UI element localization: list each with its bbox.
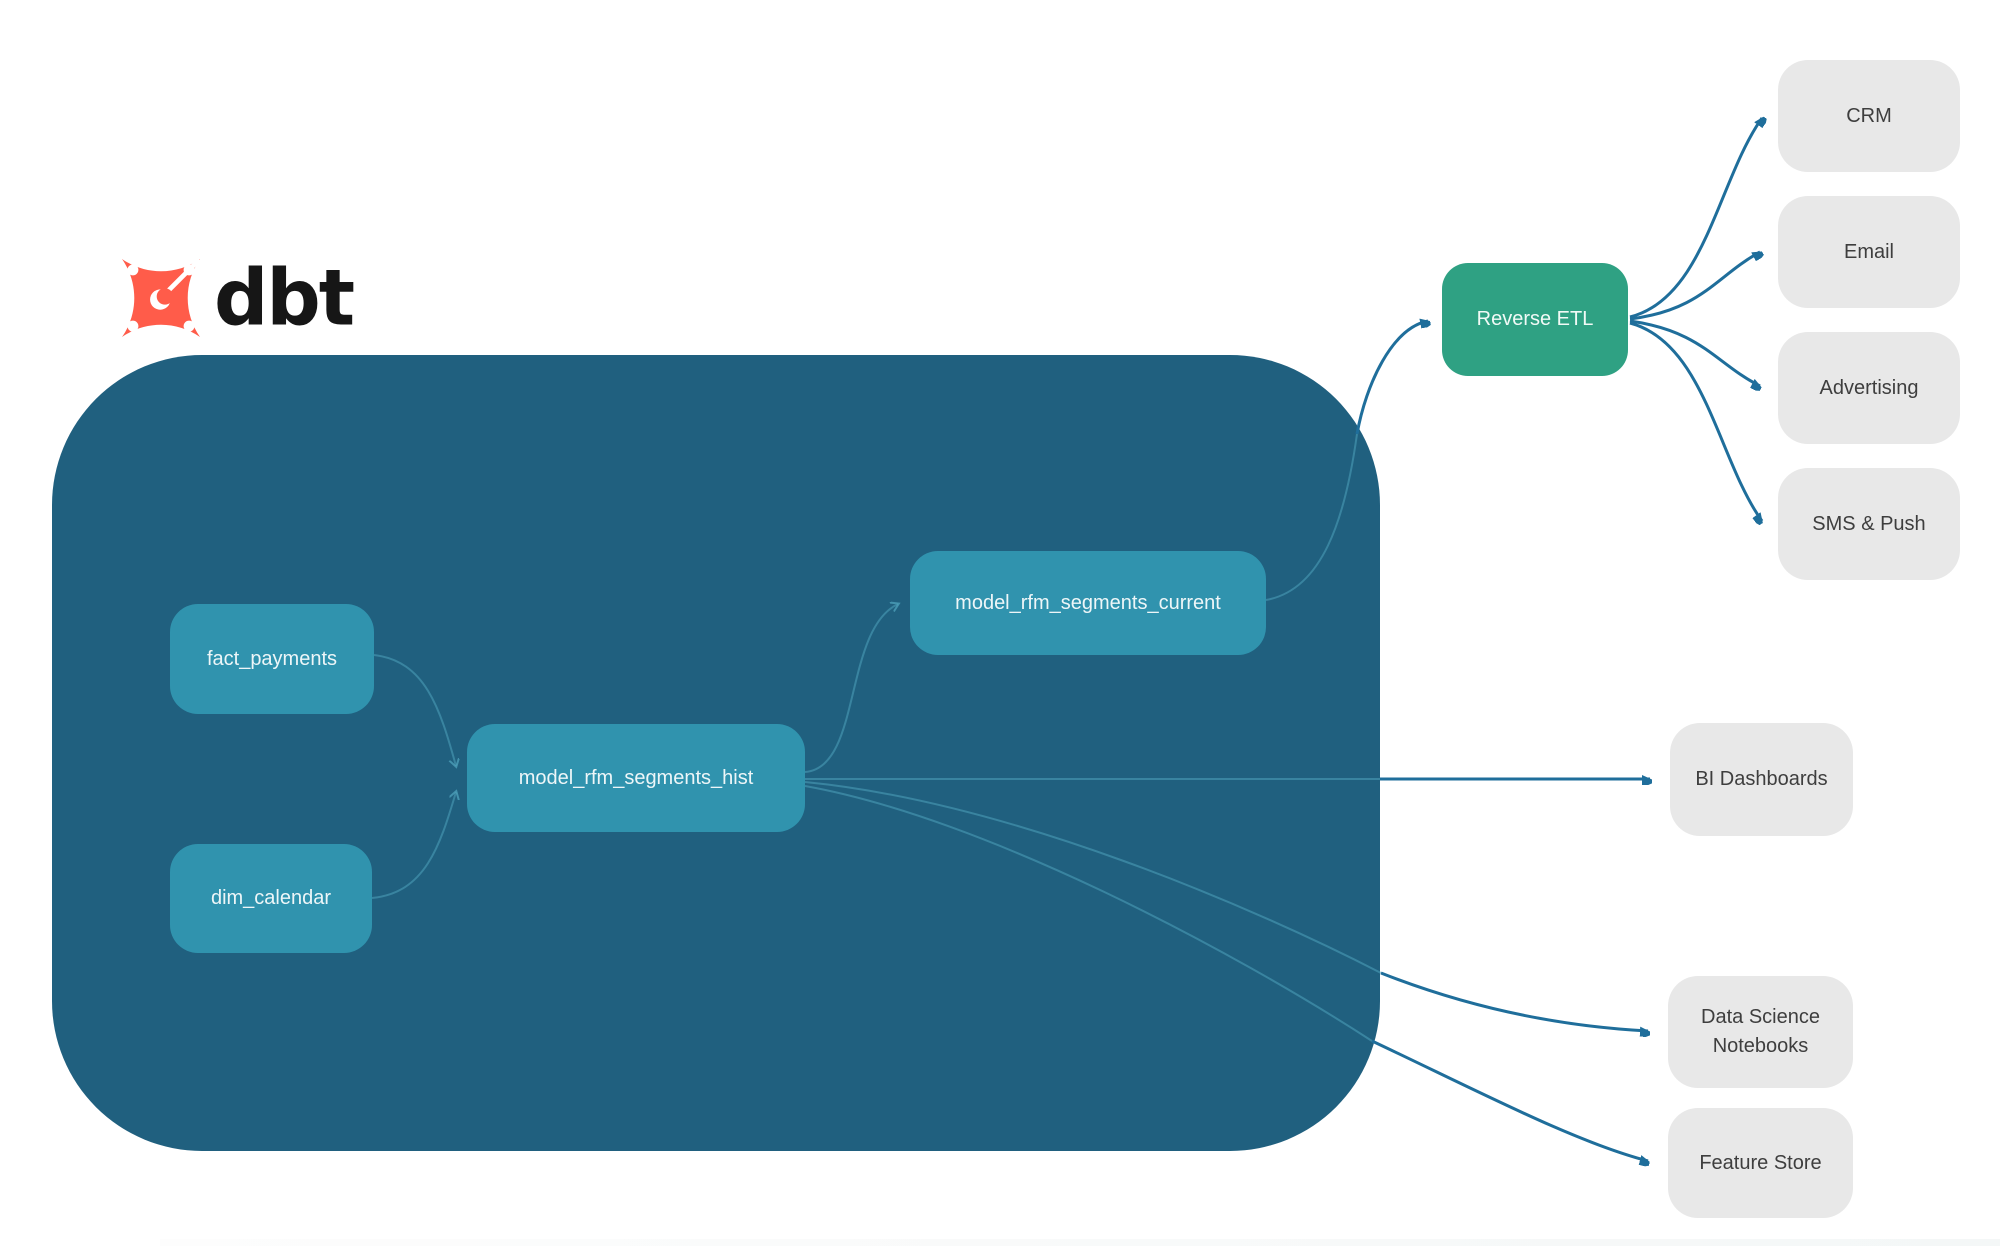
node-data-science-notebooks: Data Science Notebooks	[1668, 976, 1853, 1088]
node-crm: CRM	[1778, 60, 1960, 172]
node-model-rfm-segments-hist: model_rfm_segments_hist	[467, 724, 805, 832]
node-sms-push: SMS & Push	[1778, 468, 1960, 580]
node-label: model_rfm_segments_current	[955, 591, 1221, 614]
edge-reverse-etl-to-email	[1629, 250, 1760, 321]
node-label: Data Science Notebooks	[1701, 1006, 1820, 1057]
edge-dim-calendar-to-hist	[371, 792, 456, 899]
bottom-edge-artifact	[160, 1239, 2000, 1246]
node-label: dim_calendar	[210, 887, 332, 909]
node-feature-store: Feature Store	[1668, 1108, 1853, 1218]
node-advertising: Advertising	[1778, 332, 1960, 444]
node-dim-calendar: dim_calendar	[170, 844, 372, 953]
edge-to-feature-store	[1371, 1039, 1648, 1161]
node-bi-dashboards: BI Dashboards	[1670, 723, 1853, 836]
node-label: CRM	[1846, 104, 1892, 127]
edge-hist-to-current	[804, 604, 898, 773]
node-label: Advertising	[1819, 376, 1919, 399]
edge-hist-to-fs-inside	[804, 785, 1373, 1042]
dbt-logo-wordmark: dbt	[214, 252, 355, 343]
node-label: model_rfm_segments_hist	[518, 766, 754, 789]
node-label: fact_payments	[206, 647, 338, 670]
edge-reverse-etl-to-sms-push	[1629, 321, 1762, 521]
node-label: Reverse ETL	[1476, 308, 1594, 330]
edge-reverse-etl-to-advertising	[1629, 319, 1760, 386]
node-label: Feature Store	[1699, 1151, 1822, 1174]
node-email: Email	[1778, 196, 1960, 308]
node-reverse-etl: Reverse ETL	[1442, 263, 1628, 376]
node-label: Email	[1843, 240, 1894, 263]
edge-current-to-reverse-etl-inside	[1265, 433, 1358, 601]
node-label: SMS & Push	[1812, 512, 1926, 535]
node-label: BI Dashboards	[1695, 768, 1828, 790]
edge-to-data-science-notebooks	[1380, 971, 1648, 1031]
edge-current-to-reverse-etl	[1355, 321, 1428, 435]
dbt-logo: dbt	[122, 252, 355, 343]
edge-reverse-etl-to-crm	[1629, 118, 1762, 319]
node-model-rfm-segments-current: model_rfm_segments_current	[910, 551, 1266, 655]
node-fact-payments: fact_payments	[170, 604, 374, 714]
edge-fact-payments-to-hist	[373, 654, 456, 766]
dbt-star-icon	[122, 258, 200, 337]
edge-hist-to-ds-inside	[804, 781, 1382, 974]
